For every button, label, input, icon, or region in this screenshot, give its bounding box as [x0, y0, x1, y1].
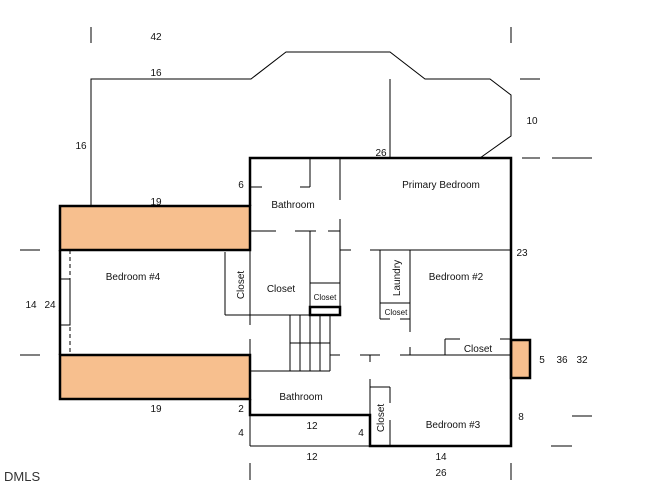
- room-closet-bedroom4: Closet: [236, 271, 247, 300]
- room-bathroom-upper: Bathroom: [271, 200, 314, 211]
- room-closet-bedroom3: Closet: [376, 404, 387, 433]
- dim-label: 2: [238, 404, 244, 415]
- dim-label: 24: [44, 300, 56, 311]
- deck-bottom: [58, 353, 252, 401]
- dim-label: 14: [435, 452, 447, 463]
- room-primary-bedroom: Primary Bedroom: [402, 180, 480, 191]
- room-laundry: Laundry: [392, 260, 403, 296]
- room-closet-bedroom2: Closet: [464, 344, 493, 355]
- dim-label: 32: [576, 355, 588, 366]
- room-closet-center: Closet: [267, 284, 296, 295]
- room-bathroom-lower: Bathroom: [279, 392, 322, 403]
- dim-label: 4: [358, 428, 364, 439]
- dim-label: 12: [306, 421, 318, 432]
- deck-right: [509, 338, 532, 380]
- upper-outline: [90, 51, 512, 206]
- interior-walls: [224, 158, 511, 446]
- watermark: DMLS: [4, 469, 40, 484]
- dim-label: 5: [539, 355, 545, 366]
- dim-label: 19: [150, 404, 162, 415]
- dim-label: 36: [556, 355, 568, 366]
- dim-label: 14: [25, 300, 37, 311]
- bedroom4-west-wall: [58, 250, 71, 355]
- room-bedroom-2: Bedroom #2: [429, 272, 484, 283]
- dim-label: 8: [518, 412, 524, 423]
- room-closet-small: Closet: [314, 293, 337, 302]
- room-closet-laundry: Closet: [385, 308, 408, 317]
- deck-top: [58, 204, 252, 252]
- dim-label: 19: [150, 197, 162, 208]
- dimension-ticks: [20, 27, 592, 480]
- main-walls: [248, 156, 513, 448]
- dim-label: 42: [150, 32, 162, 43]
- dimension-labels: 42 16 16 26 10 6 19 19 2 4 12 4 12 14 26…: [25, 32, 588, 479]
- dim-label: 12: [306, 452, 318, 463]
- dim-label: 16: [150, 68, 162, 79]
- dim-label: 23: [516, 248, 528, 259]
- dim-label: 26: [375, 148, 387, 159]
- dim-label: 10: [526, 116, 538, 127]
- dim-label: 4: [238, 428, 244, 439]
- dim-label: 6: [238, 180, 244, 191]
- dim-label: 26: [435, 468, 447, 479]
- room-bedroom-3: Bedroom #3: [426, 420, 481, 431]
- dim-label: 16: [75, 141, 87, 152]
- room-bedroom-4: Bedroom #4: [106, 272, 161, 283]
